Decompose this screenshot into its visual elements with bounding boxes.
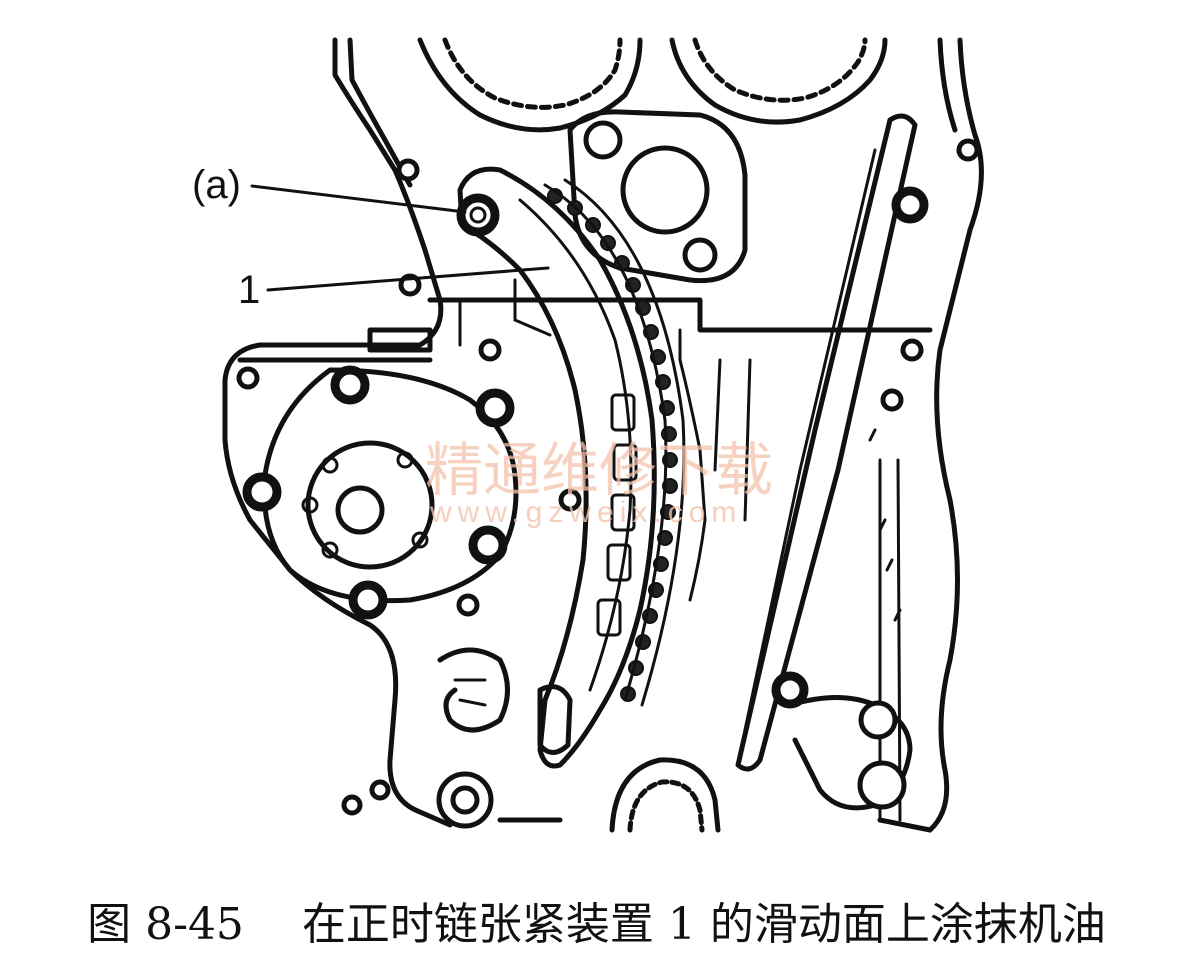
engine-cover-outline (222, 37, 984, 833)
tensioner-pivot-bolt (456, 193, 500, 237)
tensioner-bracket (787, 695, 913, 811)
camshaft-sprocket-right (669, 37, 888, 125)
leader-line-1 (266, 266, 550, 292)
camshaft-sprocket-left (417, 37, 643, 133)
caption-text: 在正时链张紧装置 1 的滑动面上涂抹机油 (301, 899, 1106, 950)
figure-number: 图 8-45 (87, 899, 244, 950)
pump-housing (236, 327, 582, 617)
figure-caption: 图 8-45 在正时链张紧装置 1 的滑动面上涂抹机油 (0, 888, 1193, 952)
label-a: (a) (192, 163, 241, 207)
leader-line-a (250, 184, 467, 214)
watermark-cn: 精通维修下载 (425, 436, 773, 504)
crankshaft-sprocket (609, 757, 721, 833)
watermark-url: www.gzweix.com (429, 496, 742, 529)
chain-tensioner (457, 166, 657, 769)
pump-bolts (242, 365, 515, 620)
timing-chain (543, 178, 686, 707)
label-1: 1 (238, 268, 260, 312)
lower-cover-details (341, 138, 980, 829)
